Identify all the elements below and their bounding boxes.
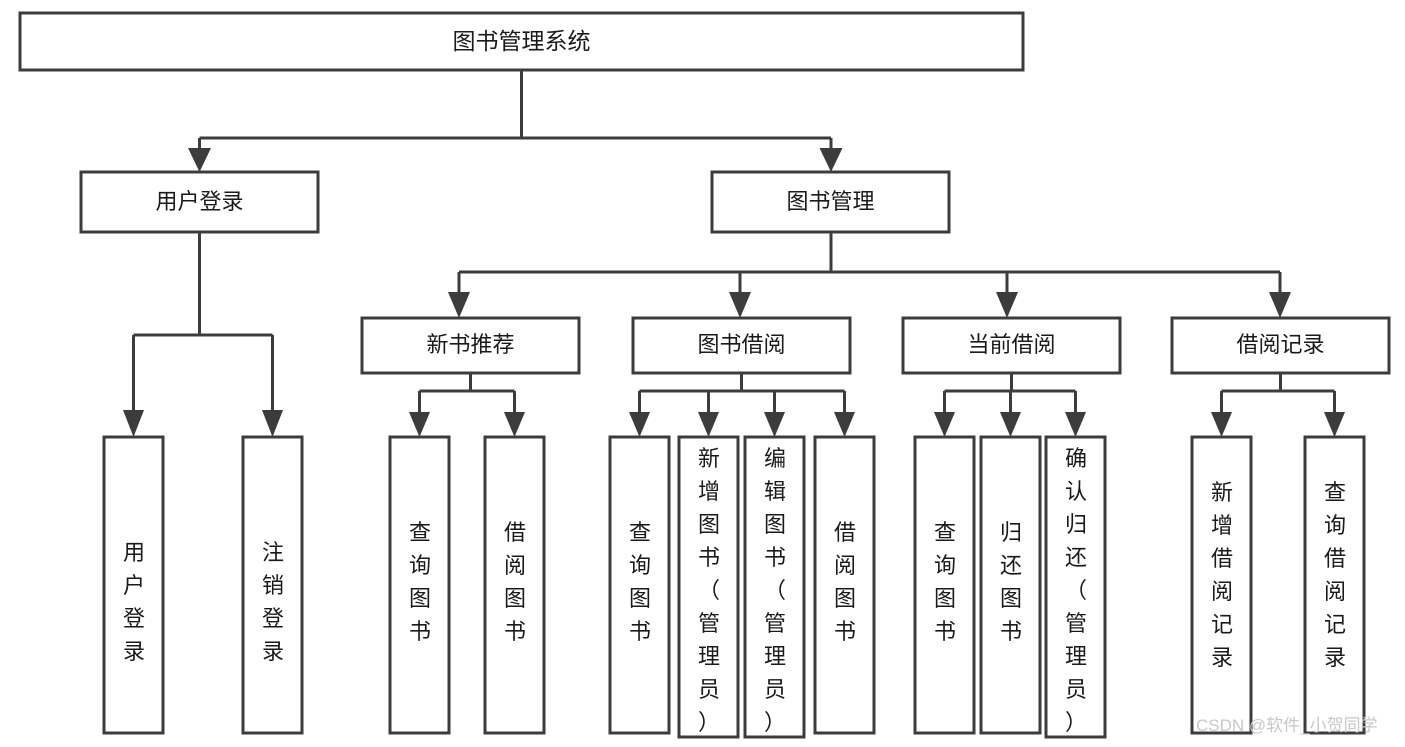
leaf-query-book-3-box[interactable] [913, 435, 976, 735]
leaf-borrow-book-1-label: 借阅图书 [504, 520, 526, 644]
leaf-add-record-box[interactable] [1190, 435, 1253, 735]
leaf-user-login-box[interactable] [102, 435, 165, 735]
arrow-head-leaf-user-login [123, 410, 144, 437]
node-leaf-return-book[interactable]: 归还图书 [979, 435, 1042, 735]
book-manage-box[interactable] [710, 170, 951, 234]
arrow-head-leaf-return-book [1000, 412, 1021, 437]
arrow-head-leaf-add-record [1211, 412, 1232, 437]
node-book-borrow[interactable]: 图书借阅 [631, 316, 852, 375]
leaf-edit-book-box[interactable] [743, 435, 806, 739]
node-leaf-query-book-2[interactable]: 查询图书 [608, 435, 671, 735]
root-label: 图书管理系统 [453, 28, 591, 54]
leaf-query-record-box[interactable] [1303, 435, 1366, 735]
leaf-borrow-book-2-label: 借阅图书 [834, 520, 856, 644]
arrow-head-leaf-edit-book [764, 412, 785, 437]
leaf-query-book-1-label: 查询图书 [409, 520, 431, 644]
user-login-label: 用户登录 [155, 189, 243, 214]
new-book-recommend-box[interactable] [360, 316, 581, 375]
arrow-head-new-book-recommend [448, 292, 470, 318]
node-borrow-record[interactable]: 借阅记录 [1170, 316, 1391, 375]
node-new-book-recommend[interactable]: 新书推荐 [360, 316, 581, 375]
leaf-user-login-label: 用户登录 [123, 540, 145, 664]
book-manage-label: 图书管理 [786, 189, 874, 214]
arrow-head-user-login [188, 148, 211, 172]
leaf-query-book-1-box[interactable] [388, 435, 451, 735]
arrow-head-current-borrow [996, 292, 1018, 318]
leaf-confirm-return-box[interactable] [1044, 435, 1107, 739]
current-borrow-box[interactable] [901, 316, 1122, 375]
arrow-head-leaf-query-book-3 [934, 412, 955, 437]
root-box[interactable] [18, 11, 1025, 72]
connector-layer [123, 70, 1345, 437]
new-book-recommend-label: 新书推荐 [426, 332, 514, 357]
book-borrow-label: 图书借阅 [697, 332, 785, 357]
node-leaf-add-book[interactable]: 新增图书（管理员） [677, 435, 740, 739]
leaf-edit-book-label: 编辑图书（管理员） [764, 446, 786, 735]
leaf-query-book-3-label: 查询图书 [934, 520, 956, 644]
arrow-head-leaf-confirm-return [1065, 412, 1086, 437]
arrow-head-leaf-query-record [1324, 412, 1345, 437]
leaf-query-book-2-label: 查询图书 [629, 520, 651, 644]
leaf-query-book-2-box[interactable] [608, 435, 671, 735]
arrow-head-book-borrow [729, 292, 751, 318]
arrow-head-leaf-borrow-book-1 [504, 412, 525, 437]
node-user-login[interactable]: 用户登录 [79, 170, 320, 234]
leaf-add-book-box[interactable] [677, 435, 740, 739]
node-leaf-borrow-book-2[interactable]: 借阅图书 [813, 435, 876, 735]
node-leaf-logout[interactable]: 注销登录 [241, 435, 304, 735]
node-leaf-user-login[interactable]: 用户登录 [102, 435, 165, 735]
leaf-logout-box[interactable] [241, 435, 304, 735]
arrow-head-leaf-borrow-book-2 [834, 412, 855, 437]
borrow-record-label: 借阅记录 [1236, 332, 1324, 357]
leaf-borrow-book-2-box[interactable] [813, 435, 876, 735]
leaf-borrow-book-1-box[interactable] [483, 435, 546, 735]
current-borrow-label: 当前借阅 [967, 332, 1055, 357]
leaf-add-record-label: 新增借阅记录 [1211, 480, 1233, 670]
node-current-borrow[interactable]: 当前借阅 [901, 316, 1122, 375]
user-login-box[interactable] [79, 170, 320, 234]
csdn-watermark: CSDN @软件_小贺同学 [1196, 716, 1378, 735]
borrow-record-box[interactable] [1170, 316, 1391, 375]
arrow-head-borrow-record [1269, 292, 1291, 318]
leaf-query-record-label: 查询借阅记录 [1324, 480, 1346, 670]
leaf-logout-label: 注销登录 [262, 540, 284, 664]
node-leaf-add-record[interactable]: 新增借阅记录 [1190, 435, 1253, 735]
node-leaf-confirm-return[interactable]: 确认归还（管理员） [1044, 435, 1107, 739]
leaf-return-book-label: 归还图书 [1000, 520, 1022, 644]
arrow-head-leaf-query-book-2 [629, 412, 650, 437]
node-leaf-edit-book[interactable]: 编辑图书（管理员） [743, 435, 806, 739]
leaf-add-book-label: 新增图书（管理员） [698, 446, 720, 735]
node-leaf-query-record[interactable]: 查询借阅记录 [1303, 435, 1366, 735]
node-leaf-borrow-book-1[interactable]: 借阅图书 [483, 435, 546, 735]
arrow-head-book-manage [819, 148, 843, 172]
node-leaf-query-book-1[interactable]: 查询图书 [388, 435, 451, 735]
arrow-head-leaf-logout [262, 410, 283, 437]
node-leaf-query-book-3[interactable]: 查询图书 [913, 435, 976, 735]
book-borrow-box[interactable] [631, 316, 852, 375]
arrow-head-leaf-add-book [698, 412, 719, 437]
leaf-return-book-box[interactable] [979, 435, 1042, 735]
arrow-head-leaf-query-book-1 [409, 412, 430, 437]
node-book-manage[interactable]: 图书管理 [710, 170, 951, 234]
node-root[interactable]: 图书管理系统 [18, 11, 1025, 72]
leaf-confirm-return-label: 确认归还（管理员） [1065, 446, 1087, 735]
